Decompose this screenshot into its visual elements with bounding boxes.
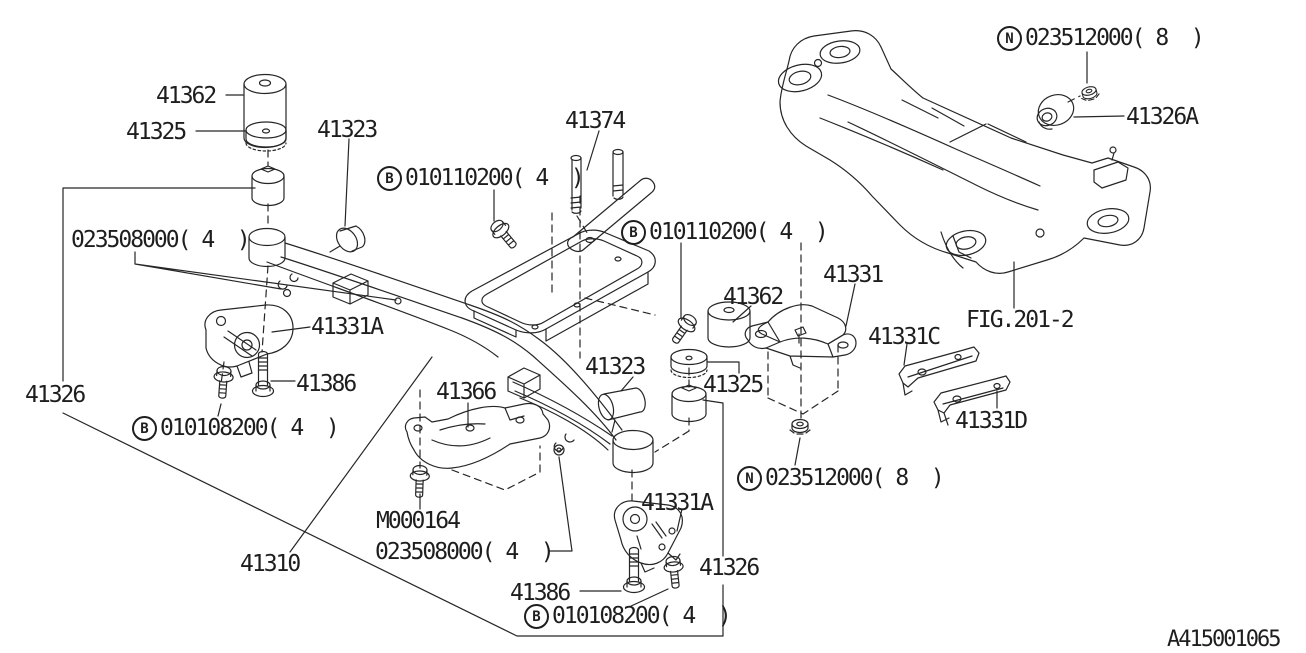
circled-letter-b-icon: B — [621, 220, 646, 245]
part-label-41366: 41366 — [436, 379, 497, 405]
circled-letter-b-icon: B — [377, 166, 402, 191]
part-label-41323-mid: 41323 — [585, 354, 646, 380]
part-label-41362-mid: 41362 — [723, 284, 784, 310]
bolt-glyph-left-b — [212, 365, 235, 400]
part-number: 41374 — [565, 108, 626, 134]
nut-glyph-top — [1078, 84, 1101, 103]
bracket-41366 — [404, 402, 551, 469]
part-number: 41331A — [311, 314, 384, 340]
circled-letter-b-icon: B — [132, 416, 157, 441]
figure-ref-label: FIG.201-2 — [966, 307, 1075, 333]
circled-letter-n-icon: N — [997, 26, 1022, 51]
figure-ref-text: FIG.201-2 — [966, 307, 1075, 333]
part-label-41374: 41374 — [565, 108, 626, 134]
cushion-stack-left — [243, 73, 287, 268]
nut-glyph-mid — [789, 418, 811, 435]
part-number: 41326 — [699, 555, 760, 581]
part-number: 41323 — [317, 117, 378, 143]
part-label-41331: 41331 — [823, 262, 884, 288]
part-number: 41331C — [868, 324, 941, 350]
part-label-41326-left: 41326 — [25, 382, 86, 408]
crossmember-cover-plate — [464, 229, 656, 342]
part-number: 41310 — [240, 551, 301, 577]
bolt-41386-bottom — [622, 546, 646, 594]
part-number: 41362 — [723, 284, 784, 310]
part-label-41310: 41310 — [240, 551, 301, 577]
bracket-41331 — [744, 304, 857, 369]
callout-m000164: M000164 — [376, 508, 461, 534]
group-boundary-41326 — [62, 187, 724, 637]
cushion-stack-mid — [670, 301, 751, 423]
fastener-number: 023508000( 4 ) — [375, 539, 555, 565]
part-number: 41325 — [126, 119, 187, 145]
part-number: 41386 — [510, 580, 571, 606]
bracket-41331d — [933, 375, 1011, 426]
part-label-41386-bottom: 41386 — [510, 580, 571, 606]
part-number: 41326A — [1126, 104, 1199, 130]
part-label-41325-mid: 41325 — [703, 372, 764, 398]
lateral-link — [512, 381, 646, 456]
bolt-glyph-mid-b — [666, 310, 701, 349]
damper-41323-top — [329, 225, 366, 253]
part-label-41362-top: 41362 — [156, 83, 217, 109]
bracket-41331a-bottom — [613, 500, 683, 573]
fastener-number: 010110200( 4 ) — [649, 219, 829, 245]
fastener-number: 010108200( 4 ) — [552, 603, 732, 629]
part-label-41331a-bottom: 41331A — [641, 490, 714, 516]
part-number: 41386 — [296, 371, 357, 397]
part-label-41325-top: 41325 — [126, 119, 187, 145]
bushing-41326a — [1036, 94, 1075, 130]
part-label-41331c: 41331C — [868, 324, 941, 350]
part-label-41323-top: 41323 — [317, 117, 378, 143]
callout-023508000-bottom: 023508000( 4 ) — [375, 539, 555, 565]
bracket-41331c — [898, 346, 980, 396]
part-number: 41325 — [703, 372, 764, 398]
circled-letter-b-icon: B — [524, 604, 549, 629]
fastener-number: 010108200( 4 ) — [160, 415, 340, 441]
part-number: 41331 — [823, 262, 884, 288]
front-crossmember-41310 — [266, 242, 654, 474]
bolt-glyph-bottom-b — [662, 554, 686, 590]
dashed-guides — [220, 95, 1081, 501]
part-number: 41331A — [641, 490, 714, 516]
part-label-41326-right: 41326 — [699, 555, 760, 581]
bolt-glyph-top-b — [486, 215, 523, 254]
callout-023508000-top: 023508000( 4 ) — [71, 227, 251, 253]
fastener-number: 023512000( 8 ) — [765, 465, 945, 491]
bracket-41331a-left — [204, 304, 294, 378]
fastener-number: 023512000( 8 ) — [1025, 25, 1205, 51]
bolt-m000164 — [408, 464, 431, 499]
fastener-number: M000164 — [376, 508, 461, 534]
part-label-41331a-left: 41331A — [311, 314, 384, 340]
fastener-number: 010110200( 4 ) — [405, 165, 585, 191]
part-label-41331d: 41331D — [955, 408, 1028, 434]
part-number: 41326 — [25, 382, 86, 408]
leader-lines — [134, 51, 1125, 608]
rear-crossmember — [777, 30, 1151, 274]
part-label-41326a: 41326A — [1126, 104, 1199, 130]
doc-number-text: A415001065 — [1167, 627, 1281, 652]
part-number: 41362 — [156, 83, 217, 109]
part-label-41386-left: 41386 — [296, 371, 357, 397]
doc-number: A415001065 — [1167, 627, 1281, 652]
part-number: 41366 — [436, 379, 497, 405]
part-number: 41323 — [585, 354, 646, 380]
circled-letter-n-icon: N — [737, 466, 762, 491]
part-number: 41331D — [955, 408, 1028, 434]
fastener-number: 023508000( 4 ) — [71, 227, 251, 253]
